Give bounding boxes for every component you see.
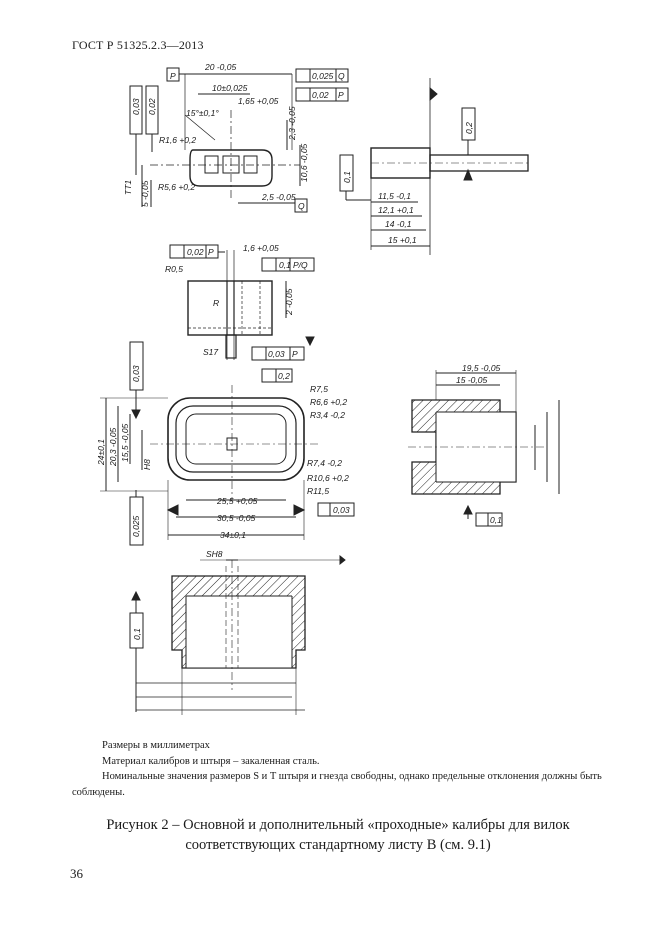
running-header: ГОСТ Р 51325.2.3—2013 — [72, 38, 204, 52]
dim-12-1: 12,1 +0,1 — [378, 205, 414, 215]
side-tol-003: 0,03 — [131, 98, 141, 115]
dim-r10-6: R10,6 +0,2 — [307, 473, 349, 483]
drawing-3-labels: 0,02 P 1,6 +0,05 R0,5 0,1 P/Q R 2 -0,05 … — [165, 243, 308, 381]
dim-25-5: 25,5 +0,05 — [216, 496, 258, 506]
tol-002: 0,02 — [312, 90, 329, 100]
dim-10-6: 10,6 -0,05 — [299, 143, 309, 182]
dim-r: R — [213, 298, 219, 308]
datum-q-label: Q — [298, 201, 305, 211]
dim-15deg: 15°±0,1° — [186, 108, 219, 118]
side-tol-003: 0,03 — [131, 365, 141, 382]
dim-34: 34±0,1 — [220, 530, 246, 540]
dim-r1-6: R1,6 +0,2 — [159, 135, 196, 145]
dim-r3-4: R3,4 -0,2 — [310, 410, 345, 420]
dim-r5-6: R5,6 +0,2 — [158, 182, 195, 192]
dim-24: 24±0,1 — [96, 439, 106, 466]
drawing-2 — [339, 78, 529, 255]
drawing-1 — [129, 67, 349, 213]
tol-02: 0,2 — [464, 122, 474, 134]
tol-01: 0,1 — [132, 628, 142, 640]
dim-s17: S17 — [203, 347, 218, 357]
dim-5: 5 -0,05 — [140, 180, 150, 207]
drawing-5-labels: 19,5 -0,05 15 -0,05 0,1 — [456, 363, 502, 525]
tol-01: 0,1 — [342, 171, 352, 183]
datum-p-ref-2: P — [292, 349, 298, 359]
drawing-4-labels: 0,03 24±0,1 20,3 -0,05 15,5 -0,05 H8 R7,… — [96, 365, 350, 540]
dim-sh8: SH8 — [206, 549, 223, 559]
dim-r7-5: R7,5 — [310, 384, 328, 394]
dim-1-65: 1,65 +0,05 — [238, 96, 279, 106]
datum-p-label: P — [170, 71, 176, 81]
drawing-6 — [129, 554, 346, 715]
dim-19-5: 19,5 -0,05 — [462, 363, 501, 373]
drawing-3 — [169, 244, 315, 383]
dim-11-5: 11,5 -0,1 — [378, 191, 411, 201]
dim-2-5: 2,5 -0,05 — [261, 192, 296, 202]
dim-10: 10±0,025 — [212, 83, 248, 93]
dim-r0-5: R0,5 — [165, 264, 183, 274]
datum-p-ref: P — [338, 90, 344, 100]
dim-2-3: 2,3 -0,05 — [287, 106, 297, 141]
drawing-6-labels: SH8 0,1 — [132, 549, 223, 640]
dim-r6-6: R6,6 +0,2 — [310, 397, 347, 407]
note-nominal: Номинальные значения размеров S и T штыр… — [72, 771, 602, 798]
dim-15-5: 15,5 -0,05 — [120, 423, 130, 462]
drawing-1-labels: P 20 -0,05 10±0,025 1,65 +0,05 15°±0,1° … — [123, 62, 345, 211]
dim-15: 15 -0,05 — [456, 375, 487, 385]
tol-01: 0,1 — [490, 515, 502, 525]
dim-h8: H8 — [142, 459, 152, 470]
drawing-4 — [100, 341, 355, 546]
drawing-2-labels: 0,2 0,1 11,5 -0,1 12,1 +0,1 14 -0,1 15 +… — [342, 122, 474, 245]
dim-r11-5: R11,5 — [307, 486, 329, 496]
dim-30-5: 30,5 -0,05 — [217, 513, 256, 523]
tol-003: 0,03 — [333, 505, 350, 515]
drawing-5 — [408, 370, 560, 527]
datum-q-ref: Q — [338, 71, 345, 81]
side-tol-002: 0,02 — [147, 98, 157, 115]
dim-15: 15 +0,1 — [388, 235, 417, 245]
side-tol-0025: 0,025 — [131, 515, 141, 537]
note-units: Размеры в миллиметрах — [102, 740, 210, 751]
tol-01: 0,1 — [279, 260, 291, 270]
drawing-notes: Размеры в миллиметрах Материал калибров … — [72, 738, 602, 800]
note-material: Материал калибров и штыря – закаленная с… — [102, 755, 320, 767]
datum-pq-ref: P/Q — [293, 260, 308, 270]
figure-caption: Рисунок 2 – Основной и дополнительный «п… — [106, 817, 570, 853]
dim-20-3: 20,3 -0,05 — [108, 427, 118, 467]
dim-tt1: TT1 — [123, 180, 133, 195]
datum-p-ref: P — [208, 247, 214, 257]
dim-14: 14 -0,1 — [385, 219, 412, 229]
dim-r7-4: R7,4 -0,2 — [307, 458, 342, 468]
dim-20: 20 -0,05 — [204, 62, 236, 72]
tol-02: 0,2 — [278, 371, 290, 381]
tol-002: 0,02 — [187, 247, 204, 257]
tol-003: 0,03 — [268, 349, 285, 359]
page-number: 36 — [70, 866, 83, 881]
dim-1-6: 1,6 +0,05 — [243, 243, 279, 253]
tol-0025: 0,025 — [312, 71, 334, 81]
dim-2: 2 -0,05 — [284, 288, 294, 316]
